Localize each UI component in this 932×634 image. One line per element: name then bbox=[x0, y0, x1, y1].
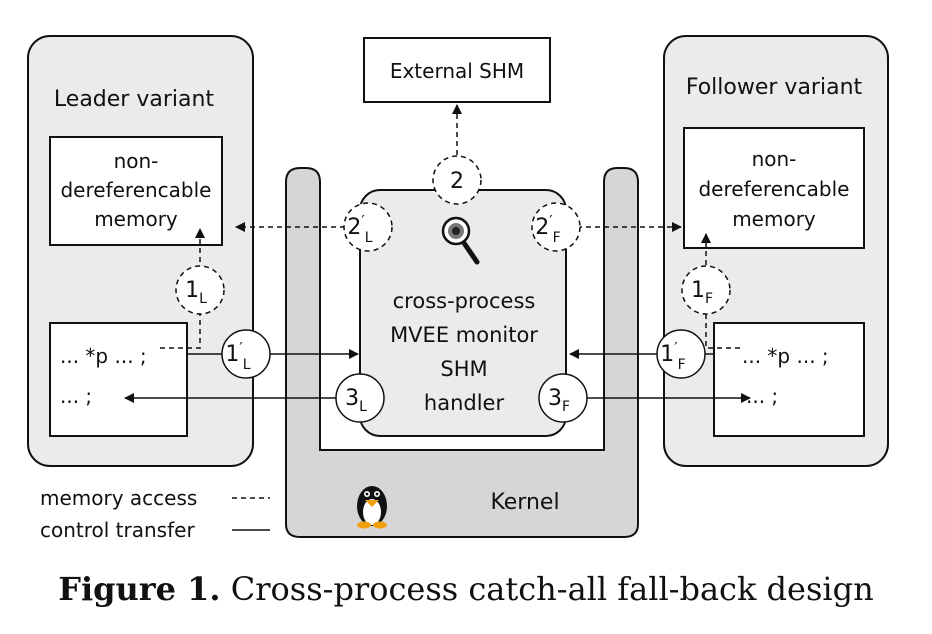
magnifier-icon bbox=[441, 216, 480, 265]
legend-control-transfer: control transfer bbox=[40, 518, 195, 542]
step-1prime-F-num: 1 bbox=[660, 342, 674, 367]
step-1prime-L-prime: ′ bbox=[239, 339, 243, 357]
figure-caption-label: Figure 1. bbox=[58, 570, 220, 608]
step-2prime-F-num: 2 bbox=[535, 215, 549, 240]
step-1F-circle bbox=[681, 265, 731, 315]
leader-memory-line-3: memory bbox=[94, 207, 178, 231]
leader-code-line-2: ... ; bbox=[60, 384, 92, 408]
figure-caption: Figure 1. Cross-process catch-all fall-b… bbox=[58, 570, 873, 608]
monitor-line-4: handler bbox=[424, 391, 505, 415]
step-3F-circle bbox=[538, 373, 588, 423]
follower-code-line-1: ... *p ... ; bbox=[742, 344, 829, 368]
svg-text:1L: 1L bbox=[185, 278, 207, 307]
step-2-circle bbox=[432, 155, 482, 205]
step-3L-circle bbox=[335, 373, 385, 423]
svg-text:1F: 1F bbox=[691, 278, 713, 307]
step-3L-num: 3 bbox=[345, 386, 359, 411]
svg-text:3F: 3F bbox=[548, 386, 570, 415]
follower-memory-box bbox=[683, 127, 865, 249]
step-2prime-L-sub: L bbox=[365, 230, 373, 246]
step-1L-num: 1 bbox=[185, 278, 199, 303]
leader-memory-line-1: non- bbox=[114, 149, 159, 173]
external-shm-label: External SHM bbox=[390, 59, 524, 83]
leader-code-box bbox=[49, 322, 188, 437]
step-2-label: 2 bbox=[450, 169, 464, 194]
step-1F-sub: F bbox=[705, 291, 713, 307]
monitor-line-2: MVEE monitor bbox=[390, 323, 538, 347]
tux-penguin-icon bbox=[357, 486, 387, 529]
leader-title: Leader variant bbox=[54, 87, 215, 112]
step-1F-num: 1 bbox=[691, 278, 705, 303]
follower-title: Follower variant bbox=[686, 75, 863, 100]
figure-caption-text: Cross-process catch-all fall-back design bbox=[221, 570, 874, 608]
monitor-line-3: SHM bbox=[440, 357, 487, 381]
leader-memory-box bbox=[49, 136, 223, 246]
follower-memory-line-3: memory bbox=[732, 207, 816, 231]
step-2prime-L-prime: ′ bbox=[361, 212, 365, 230]
follower-memory-line-1: non- bbox=[752, 147, 797, 171]
kernel-label: Kernel bbox=[490, 490, 559, 515]
svg-text:2′L: 2′L bbox=[347, 212, 372, 246]
step-2prime-F-circle bbox=[531, 202, 581, 252]
follower-memory-line-2: dereferencable bbox=[698, 177, 849, 201]
step-1L-sub: L bbox=[199, 291, 207, 307]
leader-code-line-1: ... *p ... ; bbox=[60, 344, 147, 368]
step-2prime-F-sub: F bbox=[553, 230, 561, 246]
kernel-block bbox=[285, 167, 639, 538]
step-1prime-F-sub: F bbox=[678, 357, 686, 373]
external-shm-box bbox=[363, 37, 551, 103]
svg-text:3L: 3L bbox=[345, 386, 367, 415]
step-3L-sub: L bbox=[359, 399, 367, 415]
follower-code-line-2: ... ; bbox=[746, 384, 778, 408]
monitor-line-1: cross-process bbox=[393, 289, 536, 313]
step-1prime-L-num: 1 bbox=[225, 342, 239, 367]
step-1prime-F-prime: ′ bbox=[674, 339, 678, 357]
svg-text:1′F: 1′F bbox=[660, 339, 685, 373]
step-1L-circle bbox=[175, 265, 225, 315]
svg-text:2′F: 2′F bbox=[535, 212, 560, 246]
step-1prime-L-sub: L bbox=[243, 357, 251, 373]
legend-memory-access: memory access bbox=[40, 486, 197, 510]
step-3F-num: 3 bbox=[548, 386, 562, 411]
step-2prime-L-circle bbox=[343, 202, 393, 252]
follower-code-box bbox=[713, 322, 865, 437]
step-1prime-L-circle bbox=[221, 329, 271, 379]
step-2prime-F-prime: ′ bbox=[549, 212, 553, 230]
step-1prime-F-circle bbox=[656, 329, 706, 379]
svg-text:1′L: 1′L bbox=[225, 339, 250, 373]
leader-memory-line-2: dereferencable bbox=[60, 178, 211, 202]
step-3F-sub: F bbox=[562, 399, 570, 415]
step-2prime-L-num: 2 bbox=[347, 215, 361, 240]
